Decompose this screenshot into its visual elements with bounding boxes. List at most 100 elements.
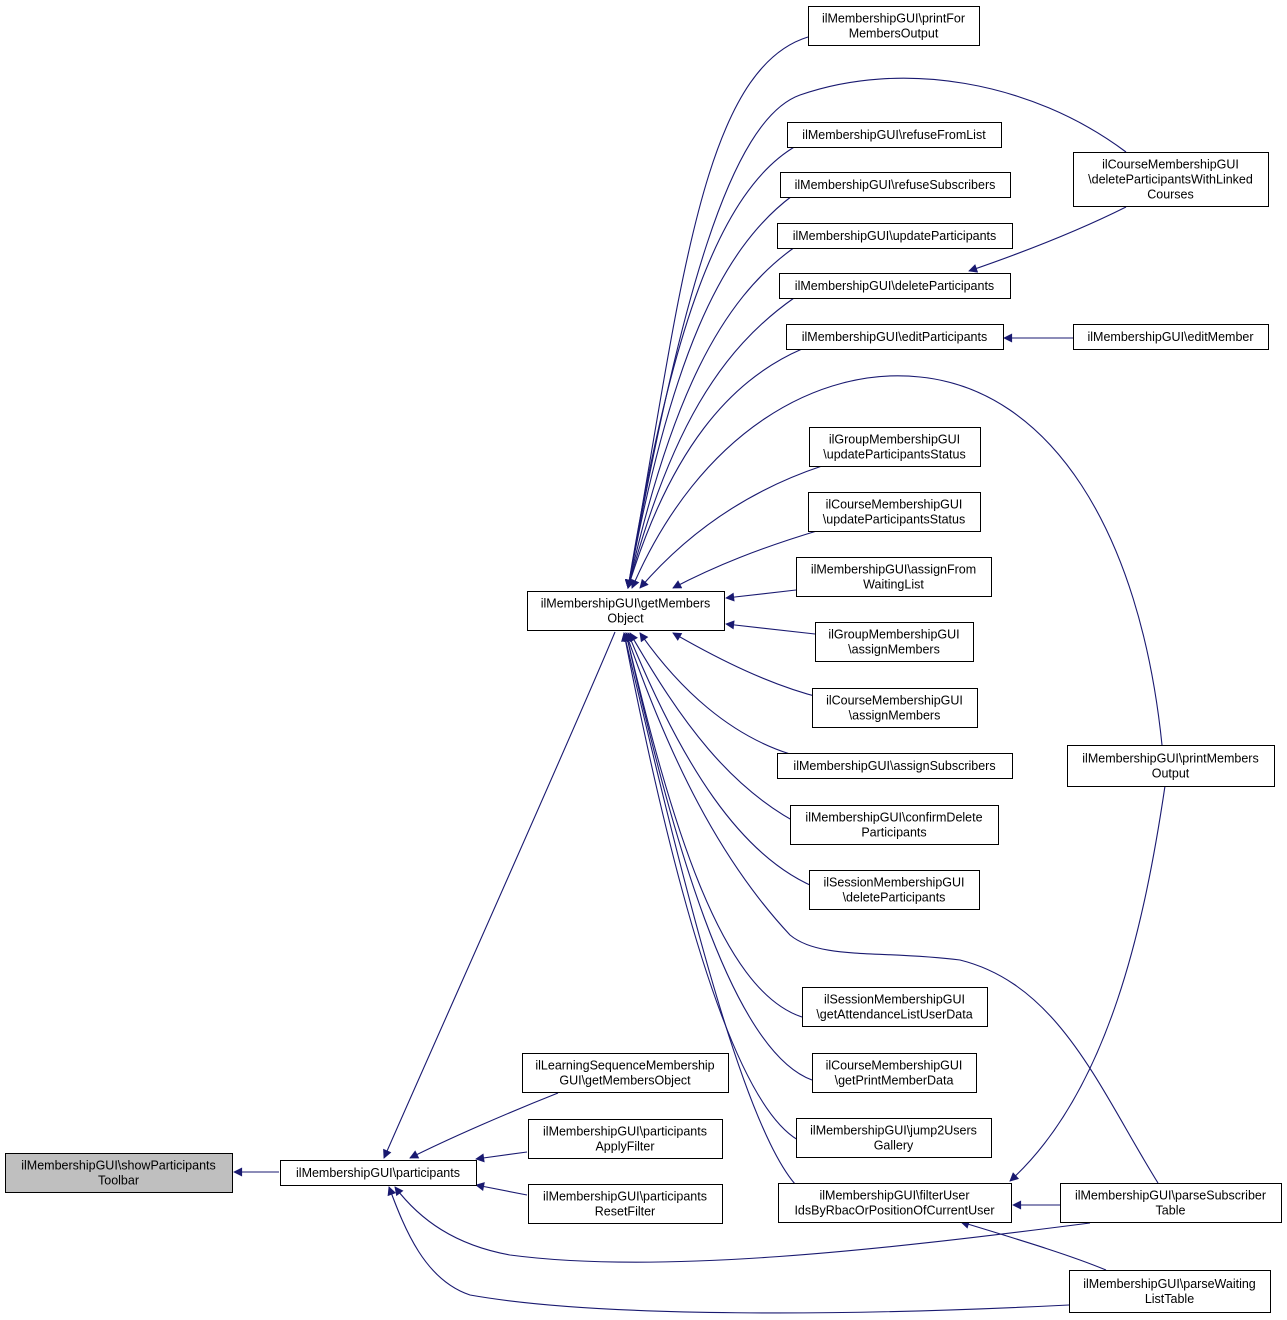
node-box[interactable] bbox=[1073, 324, 1269, 350]
node-lsGetMembersObject[interactable]: ilLearningSequenceMembershipGUI\getMembe… bbox=[522, 1053, 729, 1093]
node-label: IdsByRbacOrPositionOfCurrentUser bbox=[794, 1204, 994, 1218]
node-box[interactable] bbox=[777, 223, 1013, 249]
node-box[interactable] bbox=[1060, 1183, 1282, 1223]
node-box[interactable] bbox=[808, 492, 981, 532]
node-label: \updateParticipantsStatus bbox=[823, 513, 965, 527]
node-grpAssignMembers[interactable]: ilGroupMembershipGUI\assignMembers bbox=[815, 622, 974, 662]
node-box[interactable] bbox=[780, 172, 1011, 198]
node-box[interactable] bbox=[790, 805, 999, 845]
node-box[interactable] bbox=[787, 122, 1002, 148]
node-sessGetAttendanceListUserData[interactable]: ilSessionMembershipGUI\getAttendanceList… bbox=[802, 987, 988, 1027]
node-box[interactable] bbox=[528, 1119, 723, 1159]
node-box[interactable] bbox=[280, 1160, 477, 1186]
edge-updateParticipants-to-getMembersObject bbox=[625, 246, 796, 589]
node-box[interactable] bbox=[1069, 1270, 1271, 1313]
edge-sessGetAttendanceListUserData-to-getMembersObject bbox=[623, 632, 803, 1018]
node-label: ilCourseMembershipGUI bbox=[826, 1059, 963, 1073]
node-label: Object bbox=[607, 612, 644, 626]
node-label: ilLearningSequenceMembership bbox=[535, 1059, 714, 1073]
node-box[interactable] bbox=[522, 1053, 729, 1093]
node-label: ilMembershipGUI\participants bbox=[296, 1166, 460, 1180]
node-label: Toolbar bbox=[98, 1174, 139, 1188]
node-box[interactable] bbox=[786, 324, 1004, 350]
node-grpUpdateParticipantsStatus[interactable]: ilGroupMembershipGUI\updateParticipantsS… bbox=[809, 427, 981, 467]
node-label: ilMembershipGUI\updateParticipants bbox=[793, 229, 997, 243]
edge-confirmDeleteParticipants-to-getMembersObject bbox=[629, 632, 806, 828]
edge-deleteParticipants-to-getMembersObject bbox=[625, 297, 795, 589]
node-deleteParticipants[interactable]: ilMembershipGUI\deleteParticipants bbox=[779, 273, 1011, 299]
node-box[interactable] bbox=[808, 6, 980, 46]
edge-crsDeleteParticipantsWithLinkedCourses-to-deleteParticipants bbox=[968, 206, 1127, 273]
node-label: \updateParticipantsStatus bbox=[823, 448, 965, 462]
node-crsGetPrintMemberData[interactable]: ilCourseMembershipGUI\getPrintMemberData bbox=[812, 1053, 977, 1093]
node-box[interactable] bbox=[812, 688, 978, 728]
node-participants[interactable]: ilMembershipGUI\participants bbox=[280, 1160, 477, 1186]
node-label: Participants bbox=[861, 826, 926, 840]
node-box[interactable] bbox=[5, 1153, 233, 1193]
node-label: \deleteParticipantsWithLinked bbox=[1088, 173, 1253, 187]
edge-participantsResetFilter-to-participants bbox=[475, 1182, 528, 1196]
edge-parseSubscriberTable-to-getMembersObject bbox=[624, 632, 1159, 1184]
node-box[interactable] bbox=[777, 753, 1013, 779]
node-box[interactable] bbox=[1067, 745, 1275, 787]
node-getMembersObject[interactable]: ilMembershipGUI\getMembersObject bbox=[527, 591, 725, 631]
node-label: ilMembershipGUI\parseWaiting bbox=[1083, 1277, 1256, 1291]
node-box[interactable] bbox=[527, 591, 725, 631]
node-label: \assignMembers bbox=[848, 643, 940, 657]
node-label: ilMembershipGUI\getMembers bbox=[541, 597, 711, 611]
node-crsAssignMembers[interactable]: ilCourseMembershipGUI\assignMembers bbox=[812, 688, 978, 728]
node-assignSubscribers[interactable]: ilMembershipGUI\assignSubscribers bbox=[777, 753, 1013, 779]
node-box[interactable] bbox=[802, 987, 988, 1027]
node-label: ilSessionMembershipGUI bbox=[823, 876, 964, 890]
node-box[interactable] bbox=[779, 273, 1011, 299]
node-crsDeleteParticipantsWithLinkedCourses[interactable]: ilCourseMembershipGUI\deleteParticipants… bbox=[1073, 152, 1269, 207]
edge-filterUserIds-to-getMembersObject bbox=[621, 632, 796, 1185]
node-updateParticipants[interactable]: ilMembershipGUI\updateParticipants bbox=[777, 223, 1013, 249]
node-label: Courses bbox=[1147, 188, 1194, 202]
node-box[interactable] bbox=[815, 622, 974, 662]
edge-crsGetPrintMemberData-to-getMembersObject bbox=[623, 632, 813, 1081]
node-box[interactable] bbox=[812, 1053, 977, 1093]
node-label: ilMembershipGUI\filterUser bbox=[819, 1189, 969, 1203]
edge-assignFromWaitingList-to-getMembersObject bbox=[725, 589, 797, 602]
node-sessDeleteParticipants[interactable]: ilSessionMembershipGUI\deleteParticipant… bbox=[809, 870, 980, 910]
node-box[interactable] bbox=[796, 1118, 992, 1158]
node-label: ilMembershipGUI\assignFrom bbox=[811, 563, 976, 577]
node-box[interactable] bbox=[809, 427, 981, 467]
node-box[interactable] bbox=[1073, 152, 1269, 207]
edge-printMembersOutput-to-filterUserIds bbox=[1009, 785, 1166, 1182]
node-editMember[interactable]: ilMembershipGUI\editMember bbox=[1073, 324, 1269, 350]
node-editParticipants[interactable]: ilMembershipGUI\editParticipants bbox=[786, 324, 1004, 350]
node-crsUpdateParticipantsStatus[interactable]: ilCourseMembershipGUI\updateParticipants… bbox=[808, 492, 981, 532]
node-box[interactable] bbox=[778, 1183, 1012, 1223]
node-box[interactable] bbox=[809, 870, 980, 910]
node-label: ListTable bbox=[1145, 1292, 1194, 1306]
node-label: ilMembershipGUI\assignSubscribers bbox=[793, 759, 995, 773]
node-refuseSubscribers[interactable]: ilMembershipGUI\refuseSubscribers bbox=[780, 172, 1011, 198]
node-confirmDeleteParticipants[interactable]: ilMembershipGUI\confirmDeleteParticipant… bbox=[790, 805, 999, 845]
node-box[interactable] bbox=[796, 557, 992, 597]
node-box[interactable] bbox=[528, 1184, 723, 1224]
edge-getMembersObject-to-participants bbox=[383, 631, 616, 1159]
node-label: \getAttendanceListUserData bbox=[816, 1008, 972, 1022]
node-refuseFromList[interactable]: ilMembershipGUI\refuseFromList bbox=[787, 122, 1002, 148]
node-filterUserIds[interactable]: ilMembershipGUI\filterUserIdsByRbacOrPos… bbox=[778, 1183, 1012, 1223]
node-label: Gallery bbox=[874, 1139, 914, 1153]
edge-editParticipants-to-getMembersObject bbox=[626, 348, 803, 589]
edge-assignSubscribers-to-getMembersObject bbox=[639, 632, 791, 755]
node-label: ilMembershipGUI\participants bbox=[543, 1190, 707, 1204]
edge-crsUpdateParticipantsStatus-to-getMembersObject bbox=[672, 529, 821, 589]
node-label: ilMembershipGUI\confirmDelete bbox=[805, 811, 982, 825]
edge-refuseSubscribers-to-getMembersObject bbox=[625, 195, 793, 589]
node-label: Table bbox=[1156, 1204, 1186, 1218]
node-label: ilMembershipGUI\refuseFromList bbox=[802, 128, 986, 142]
